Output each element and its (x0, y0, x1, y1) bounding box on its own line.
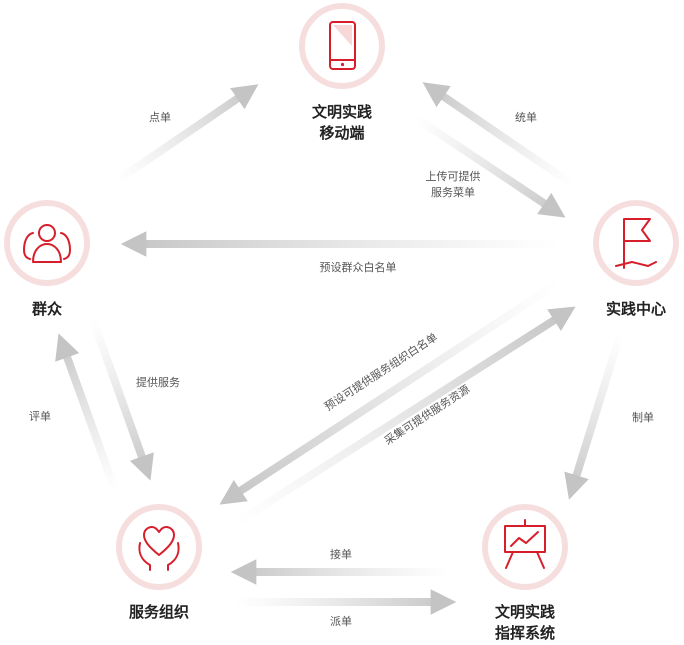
masses-label: 群众 (32, 300, 62, 318)
label-provide-service: 提供服务 (136, 375, 180, 389)
arrow-ping-dan (55, 333, 119, 492)
service-org-label: 服务组织 (129, 603, 189, 621)
arrow-dian-dan (115, 84, 259, 184)
heart-hands-icon (138, 526, 180, 571)
label-upload-menu-2: 服务菜单 (431, 186, 475, 199)
mobile-label-1: 文明实践 (312, 103, 372, 121)
people-icon (23, 224, 71, 263)
node-center: 实践中心 (593, 200, 679, 318)
arrow-provide-service (89, 318, 154, 481)
mobile-label-2: 移动端 (319, 124, 364, 142)
label-tong-dan: 统单 (515, 111, 537, 124)
center-label: 实践中心 (606, 300, 666, 318)
arrow-collect-resources (233, 306, 576, 527)
node-command: 文明实践 指挥系统 (482, 504, 568, 642)
label-zhi-dan: 制单 (632, 411, 654, 424)
node-mobile: 文明实践 移动端 (299, 3, 385, 142)
label-dian-dan: 点单 (149, 111, 171, 124)
label-pai-dan: 派单 (330, 615, 352, 628)
command-label-1: 文明实践 (495, 603, 555, 621)
arrow-tong-dan (422, 82, 575, 188)
label-upload-menu-1: 上传可提供 (426, 169, 481, 183)
arrow-upload-menu (413, 114, 566, 218)
label-ping-dan: 评单 (29, 410, 51, 423)
arrow-preset-org-whitelist (219, 279, 561, 505)
label-preset-whitelist: 预设群众白名单 (320, 260, 397, 274)
phone-icon (329, 21, 356, 70)
node-service-org: 服务组织 (116, 504, 202, 621)
label-jie-dan: 接单 (330, 548, 352, 561)
presentation-board-icon (504, 519, 546, 569)
command-label-2: 指挥系统 (495, 624, 555, 642)
arrows (55, 82, 624, 615)
flag-icon (615, 218, 657, 269)
node-masses: 群众 (4, 200, 90, 318)
arrow-zhi-dan (564, 333, 624, 500)
